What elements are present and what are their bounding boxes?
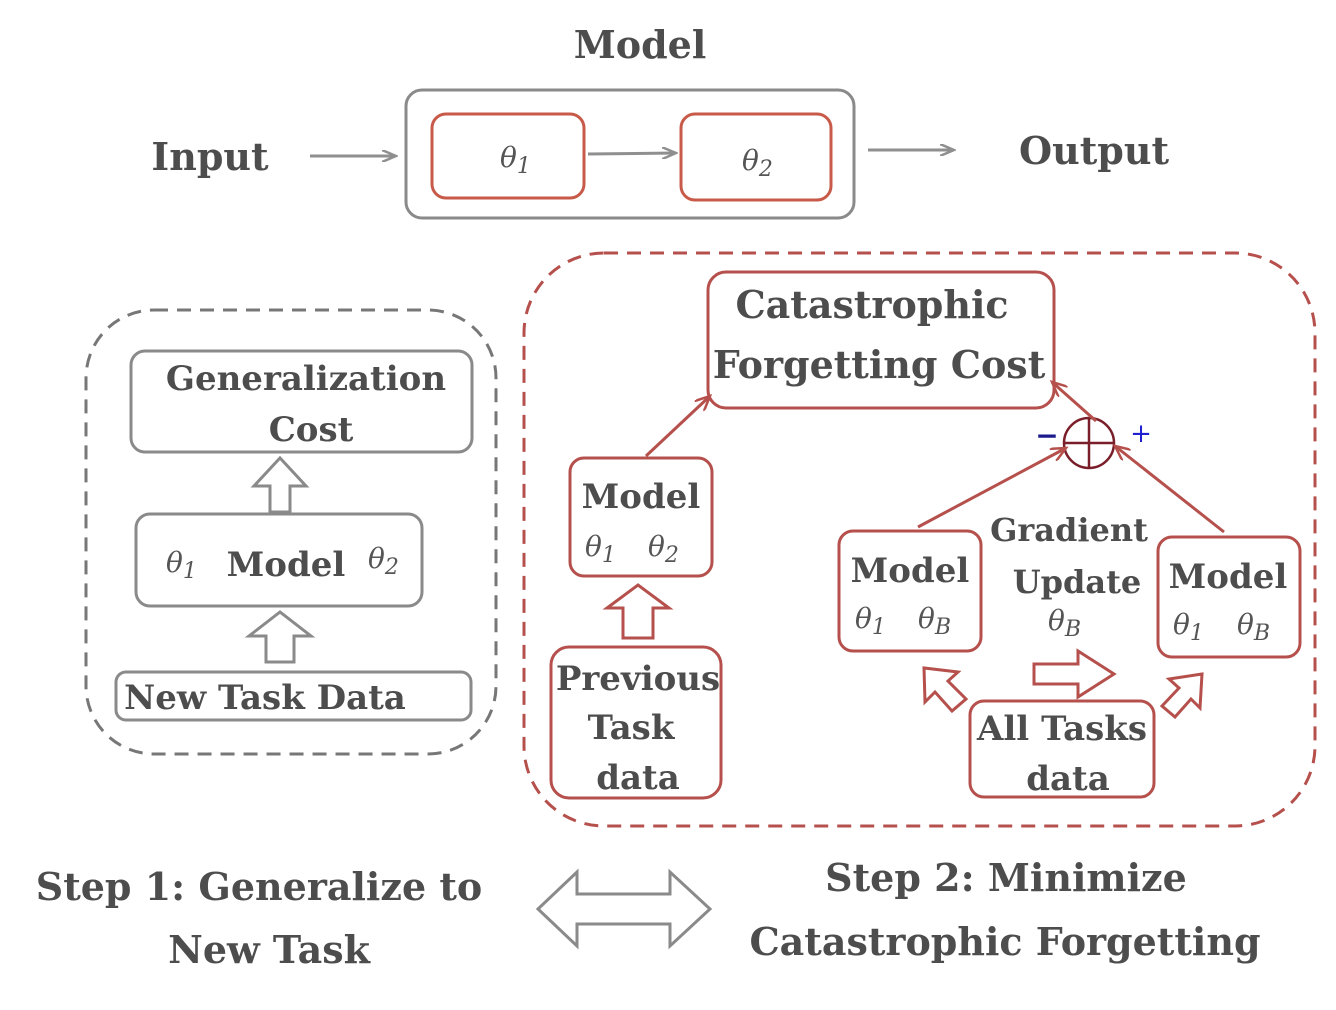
- step1-panel: Generalization Cost θ1 Model θ2 New Task…: [84, 308, 498, 756]
- model-before-update-label: Model: [851, 551, 970, 591]
- step1-caption-line1: Step 1: Generalize to: [36, 864, 483, 909]
- step2-caption-line1: Step 2: Minimize: [825, 855, 1187, 900]
- previous-data-line2: Task: [588, 708, 676, 748]
- step2-left-model-label: Model: [582, 477, 701, 517]
- plus-sign: +: [1130, 419, 1152, 449]
- model-container: [404, 88, 856, 220]
- previous-data-line1: Previous: [556, 659, 720, 699]
- model-before-update-box: [837, 529, 983, 653]
- step2-dashed-border: [522, 251, 1317, 828]
- step2-caption-line2: Catastrophic Forgetting: [749, 919, 1260, 964]
- previous-data-line3: data: [596, 758, 680, 798]
- model-after-update-box: [1156, 535, 1302, 659]
- step1-upper-hollow-arrow: [250, 455, 310, 514]
- all-data-to-model-before-arrow: [922, 666, 969, 714]
- new-task-data-box: [114, 670, 473, 722]
- step2-left-model-box: [568, 456, 714, 578]
- model-after-theta1: θ1: [1173, 608, 1204, 646]
- captions: Step 1: Generalize to New Task Step 2: M…: [36, 855, 1261, 972]
- generalization-cost-line1: Generalization: [166, 359, 446, 399]
- model-after-to-sum-arrow: [1115, 446, 1225, 534]
- left-model-to-cost-arrow: [644, 396, 710, 458]
- step1-theta1: θ1: [166, 546, 197, 584]
- step1-model-label: Model: [227, 545, 346, 585]
- theta1-to-theta2-arrow: [587, 153, 676, 154]
- theta2-label: θ2: [742, 144, 773, 182]
- bidirectional-hollow-arrow: [535, 868, 713, 950]
- previous-data-hollow-arrow: [602, 583, 674, 640]
- catastrophic-cost-line1: Catastrophic: [735, 282, 1008, 327]
- all-tasks-line1: All Tasks: [976, 709, 1147, 749]
- output-label: Output: [1019, 128, 1169, 173]
- gradient-update-line1: Gradient: [990, 511, 1148, 549]
- step2-panel: Catastrophic Forgetting Cost Model θ1 θ2…: [522, 251, 1317, 828]
- minus-sign: −: [1035, 419, 1058, 452]
- model-after-thetaB: θB: [1237, 608, 1270, 646]
- sum-to-cost-arrow: [1052, 382, 1097, 423]
- step1-theta2: θ2: [368, 542, 399, 580]
- generalization-cost-box: [129, 349, 474, 454]
- previous-task-data-box: [549, 645, 723, 800]
- gradient-thetaB: θB: [1048, 604, 1081, 642]
- catastrophic-cost-box: [706, 270, 1056, 410]
- step2-left-theta1: θ1: [585, 530, 616, 568]
- model-before-to-sum-arrow: [917, 448, 1066, 529]
- theta1-label: θ1: [500, 141, 531, 179]
- model-after-update-label: Model: [1169, 557, 1288, 597]
- model-before-thetaB: θB: [918, 602, 951, 640]
- step2-left-theta2: θ2: [648, 530, 679, 568]
- gradient-update-hollow-arrow: [1032, 648, 1117, 700]
- model-before-theta1: θ1: [855, 602, 886, 640]
- step1-dashed-border: [84, 308, 498, 756]
- model-overview: Model Input θ1 θ2 Output: [151, 22, 1169, 220]
- sum-node: [1062, 416, 1116, 470]
- gradient-update-line2: Update: [1013, 563, 1142, 601]
- all-data-to-model-after-arrow: [1159, 672, 1204, 720]
- all-tasks-line2: data: [1026, 759, 1110, 799]
- generalization-cost-line2: Cost: [269, 410, 354, 450]
- theta2-block: [679, 112, 833, 202]
- theta1-block: [430, 112, 586, 200]
- new-task-data-label: New Task Data: [124, 678, 406, 718]
- step1-caption-line2: New Task: [168, 927, 371, 972]
- catastrophic-cost-line2: Forgetting Cost: [713, 342, 1046, 387]
- step1-lower-hollow-arrow: [244, 610, 316, 664]
- step1-model-box: [134, 512, 424, 608]
- input-label: Input: [151, 134, 269, 179]
- all-tasks-data-box: [968, 699, 1156, 799]
- model-title: Model: [574, 22, 707, 67]
